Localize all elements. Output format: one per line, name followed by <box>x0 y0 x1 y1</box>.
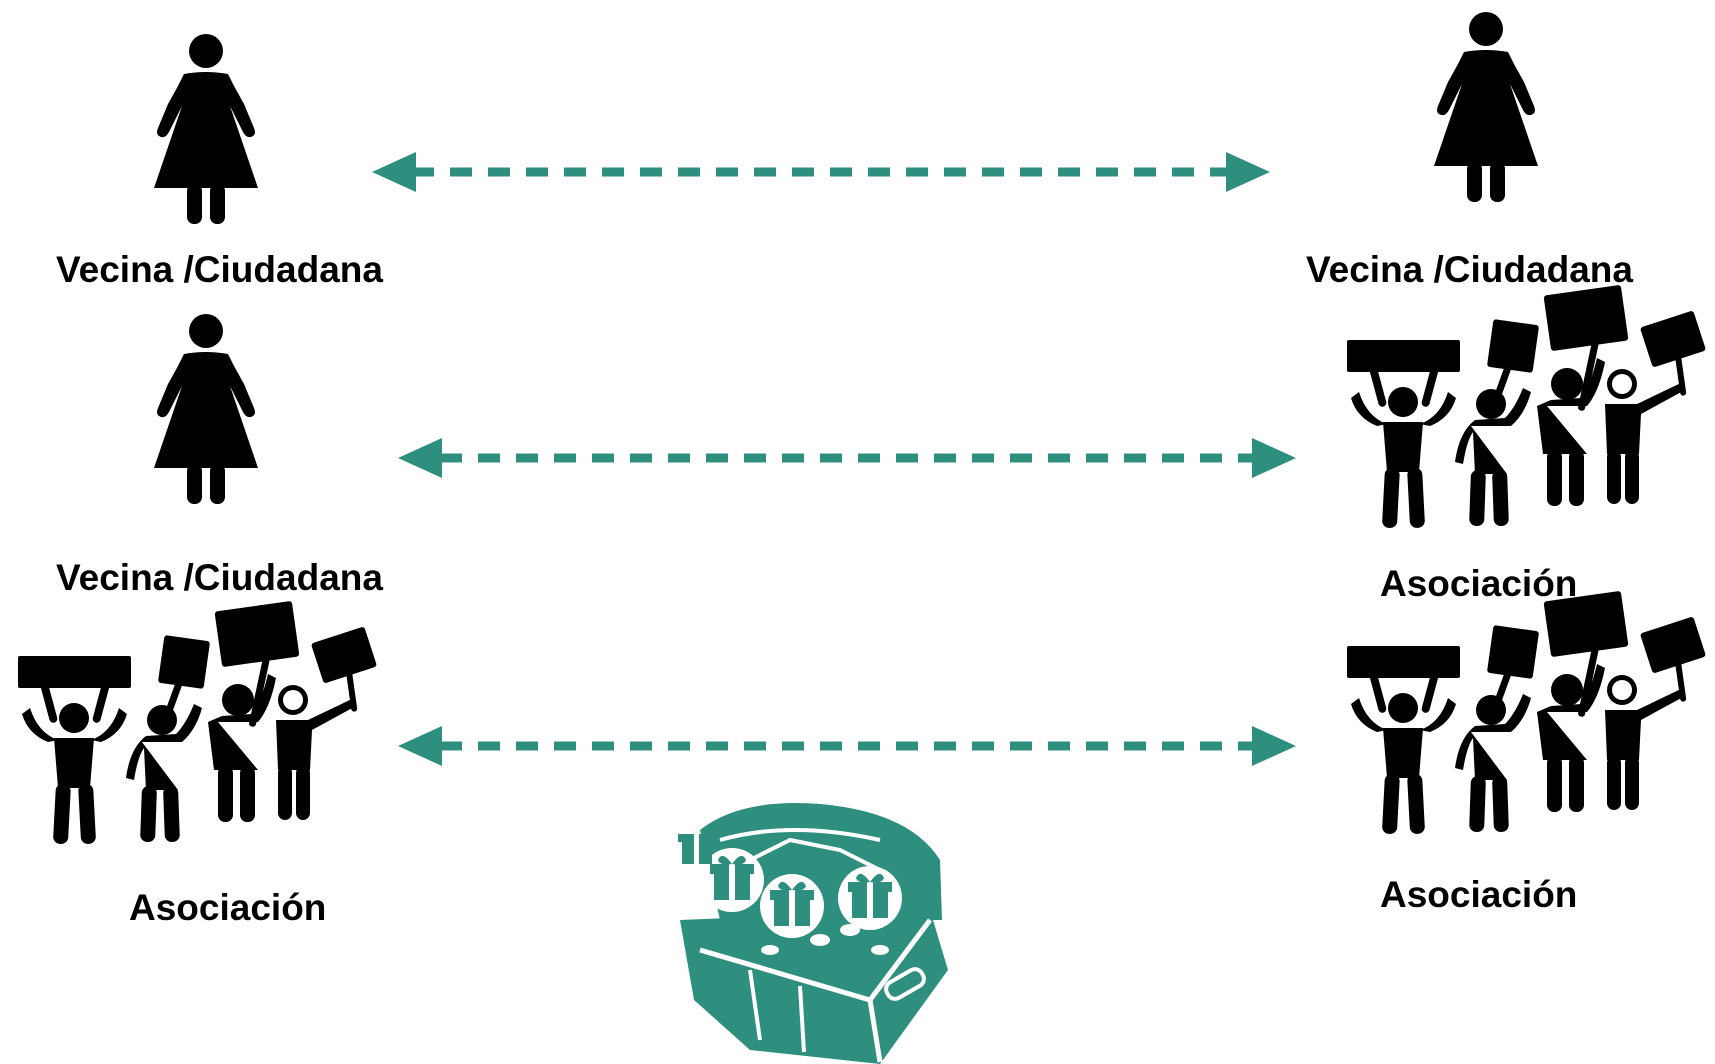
node-label-right-2: Asociación <box>1380 563 1578 604</box>
gift-icon <box>760 874 824 938</box>
node-label-left-2: Vecina /Ciudadana <box>56 557 383 598</box>
edge-arrow-3 <box>398 726 1296 766</box>
edge-arrow-2 <box>398 438 1296 478</box>
woman-icon-left-2 <box>154 314 258 504</box>
node-label-left-3: Asociación <box>129 887 327 928</box>
protest-group-icon-right-3 <box>1347 590 1707 835</box>
protest-group-icon-right-2 <box>1347 284 1707 529</box>
node-label-right-3: Asociación <box>1380 874 1578 915</box>
woman-icon-right-1 <box>1434 12 1538 202</box>
woman-icon-left-1 <box>154 34 258 224</box>
edge-arrow-1 <box>372 152 1270 192</box>
node-label-left-1: Vecina /Ciudadana <box>56 249 383 290</box>
protest-group-icon-left-3 <box>18 600 378 845</box>
gift-icon <box>838 866 902 930</box>
gift-icon <box>678 834 716 864</box>
node-label-right-1: Vecina /Ciudadana <box>1306 249 1633 290</box>
treasure-chest-icon <box>678 803 948 1064</box>
gift-icon <box>700 848 764 912</box>
